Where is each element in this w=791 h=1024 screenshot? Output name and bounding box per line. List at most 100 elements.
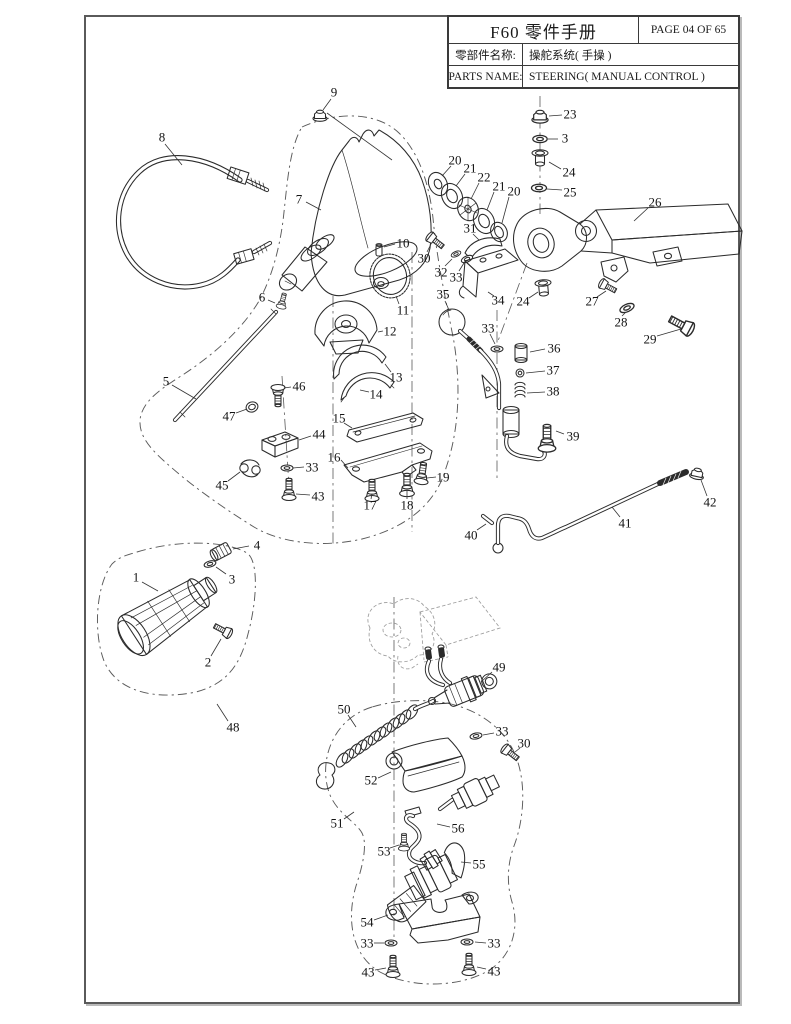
- part-11-gear: [369, 253, 411, 299]
- part-callout-43: 43: [312, 489, 325, 504]
- leader-line-51: [343, 811, 355, 820]
- leader-line-43: [374, 967, 387, 971]
- part-name-label-en: PARTS NAME:: [448, 70, 523, 83]
- part-callout-24: 24: [517, 294, 531, 309]
- part-callout-19: 19: [437, 470, 450, 485]
- part-callout-33: 33: [306, 460, 319, 475]
- part-callout-35: 35: [437, 287, 450, 302]
- leader-line-25: [546, 188, 563, 191]
- part-callout-33: 33: [482, 321, 495, 336]
- part-callout-50: 50: [338, 702, 351, 717]
- part-name-value-cn: 操舵系统( 手操 ): [522, 44, 738, 65]
- part-callout-2: 2: [205, 655, 212, 670]
- part-33-washer: [384, 939, 398, 947]
- part-40-pin: [480, 513, 495, 526]
- part-50-lanyard: [315, 689, 451, 790]
- leader-line-5: [171, 384, 197, 400]
- part-19-bolt: [413, 460, 432, 486]
- leader-line-42: [700, 479, 708, 497]
- leader-line-50: [347, 714, 357, 728]
- leader-line-30: [514, 747, 521, 753]
- leader-line-2: [210, 638, 222, 657]
- part-9-nut: [312, 109, 328, 122]
- leader-line-33: [482, 732, 495, 736]
- leader-line-21: [486, 191, 495, 211]
- leader-line-53: [389, 844, 400, 849]
- leader-line-23: [548, 114, 563, 117]
- part-callout-30: 30: [418, 251, 431, 266]
- part-29-bolt: [665, 311, 698, 339]
- part-callout-17: 17: [364, 498, 378, 513]
- part-callout-44: 44: [313, 427, 327, 442]
- leader-line-40: [476, 523, 487, 531]
- part-15-plate: [346, 412, 424, 443]
- part-26-steering-bracket: [512, 203, 743, 283]
- part-callout-34: 34: [492, 293, 506, 308]
- part-2-screw: [211, 620, 235, 641]
- part-23-locknut: [531, 109, 549, 124]
- part-callout-23: 23: [564, 107, 577, 122]
- part-34-bracket: [458, 248, 519, 299]
- leader-line-56: [436, 823, 451, 828]
- part-13-friction-arc: [333, 344, 387, 380]
- title-block: F60 零件手册 PAGE 04 OF 65 零部件名称: 操舵系统( 手操 )…: [447, 15, 740, 89]
- part-callout-36: 36: [548, 341, 562, 356]
- leader-line-16: [340, 459, 349, 469]
- part-callout-40: 40: [465, 528, 478, 543]
- part-callout-8: 8: [159, 130, 166, 145]
- part-callout-10: 10: [397, 236, 410, 251]
- leader-line-19: [426, 476, 437, 479]
- part-callout-31: 31: [464, 221, 477, 236]
- part-callout-43: 43: [362, 965, 375, 980]
- leader-line-6: [267, 299, 276, 304]
- part-callout-7: 7: [296, 192, 303, 207]
- part-24-bushing: [534, 278, 553, 298]
- leader-line-31: [472, 233, 480, 241]
- cable-stub: [437, 797, 455, 812]
- tiller-group-contour: [139, 115, 459, 544]
- leader-line-21: [455, 173, 466, 187]
- leader-line-4: [232, 545, 250, 550]
- part-callout-20: 20: [449, 153, 462, 168]
- part-callout-38: 38: [547, 384, 560, 399]
- bracket-group-contour: [325, 700, 524, 985]
- part-45-clip: [239, 459, 261, 478]
- part-41-steering-link-rod: [492, 469, 689, 554]
- part-callout-22: 22: [478, 170, 491, 185]
- leader-line-37: [525, 370, 546, 374]
- part-49-stop-switch: [424, 644, 498, 707]
- part-callout-15: 15: [333, 411, 346, 426]
- part-20-ring: [490, 221, 508, 243]
- part-callout-4: 4: [254, 538, 261, 553]
- manual-title: F60 零件手册: [490, 22, 597, 42]
- part-callout-20: 20: [508, 184, 521, 199]
- part-callout-27: 27: [586, 294, 600, 309]
- part-6-bolt: [275, 291, 290, 311]
- part-callout-16: 16: [328, 450, 342, 465]
- leader-line-9: [322, 98, 332, 111]
- part-37-ring: [515, 368, 525, 378]
- leader-line-33: [458, 262, 465, 272]
- part-callout-33: 33: [488, 936, 501, 951]
- leader-line-43: [476, 966, 487, 970]
- leader-line-10: [383, 243, 396, 248]
- leader-line-24: [528, 291, 539, 299]
- part-callout-39: 39: [567, 429, 580, 444]
- part-20-washer: [427, 171, 449, 197]
- leader-line-13: [384, 363, 392, 373]
- part-43-bolt: [281, 477, 297, 502]
- part-callout-33: 33: [450, 270, 463, 285]
- part-3-washer: [202, 559, 218, 569]
- leader-line-41: [611, 506, 621, 518]
- leader-line-30: [426, 243, 432, 253]
- leader-line-38: [526, 391, 546, 394]
- leader-line-46: [283, 386, 292, 389]
- part-callout-33: 33: [361, 936, 374, 951]
- part-callout-13: 13: [390, 370, 403, 385]
- part-callout-46: 46: [293, 379, 307, 394]
- part-callout-41: 41: [619, 516, 632, 531]
- part-5-link-rod: [172, 308, 279, 423]
